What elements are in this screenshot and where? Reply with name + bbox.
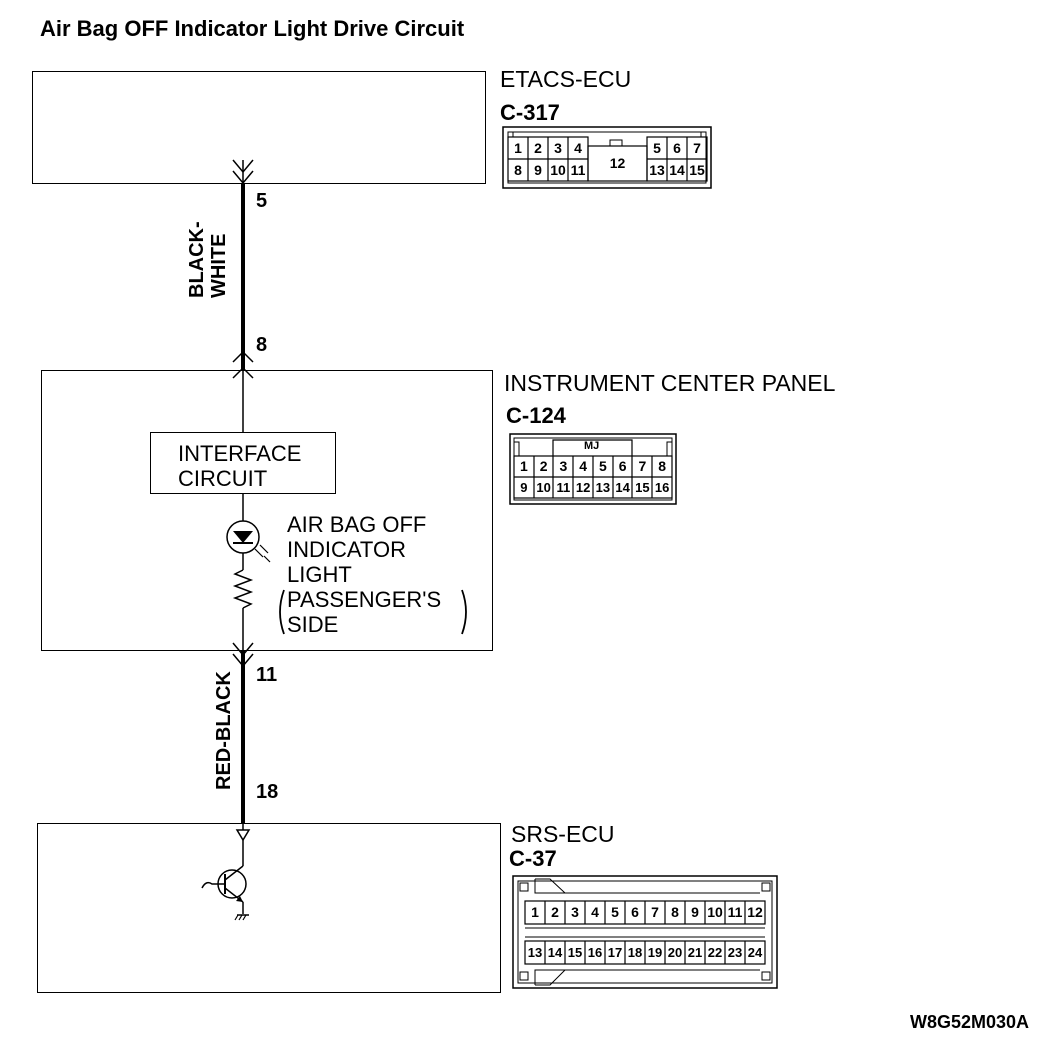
cavity-number: 11: [727, 904, 743, 920]
cavity-number: 15: [567, 945, 583, 960]
c124-connector-id: C-124: [506, 403, 566, 428]
led-indicator-icon: [226, 520, 271, 563]
pin-11-label: 11: [256, 664, 278, 686]
cavity-number: 6: [618, 458, 627, 474]
pin-5-terminal: [232, 159, 254, 174]
cavity-number: 4: [591, 904, 599, 920]
cavity-number: 8: [514, 162, 522, 178]
cavity-number: 14: [547, 945, 563, 960]
cavity-number: 1: [531, 904, 539, 920]
cavity-number: 7: [651, 904, 659, 920]
c124-mj-tag: MJ: [584, 440, 600, 452]
c124-connector-face: [509, 433, 677, 505]
cavity-number: 19: [647, 945, 663, 960]
c317-connector-face: [502, 126, 712, 189]
pin-5-label: 5: [256, 190, 268, 212]
cavity-number: 9: [520, 480, 528, 495]
pin-18-label: 18: [256, 781, 279, 803]
instrument-center-panel-label: INSTRUMENT CENTER PANEL: [504, 370, 836, 396]
cavity-number: 12: [575, 480, 591, 495]
cavity-number: 10: [536, 480, 551, 495]
cavity-number: 10: [550, 162, 566, 178]
c37-connector-face: [512, 875, 778, 989]
cavity-number: 15: [635, 480, 650, 495]
etacs-ecu-label: ETACS-ECU: [500, 66, 632, 92]
indicator-light-label: AIR BAG OFF INDICATOR LIGHT PASSENGER'S …: [287, 512, 442, 637]
cavity-number: 6: [631, 904, 639, 920]
figure-code: W8G52M030A: [910, 1012, 1030, 1032]
resistor-icon: [232, 569, 254, 609]
cavity-number: 5: [598, 458, 607, 474]
cavity-number: 24: [747, 945, 763, 960]
cavity-number: 21: [687, 945, 703, 960]
srs-ecu-label: SRS-ECU: [511, 821, 615, 847]
diagram-title: Air Bag OFF Indicator Light Drive Circui…: [40, 16, 465, 41]
cavity-number: 10: [707, 904, 723, 920]
cavity-number: 3: [554, 140, 562, 156]
cavity-number: 17: [607, 945, 623, 960]
cavity-number: 20: [667, 945, 683, 960]
pin-18-terminal: [235, 829, 251, 842]
cavity-number: 7: [638, 458, 647, 474]
right-bracket: [461, 589, 467, 635]
cavity-number: 1: [514, 140, 522, 156]
cavity-number: 15: [689, 162, 705, 178]
cavity-number: 5: [653, 140, 661, 156]
cavity-number: 7: [693, 140, 701, 156]
cavity-number: 9: [691, 904, 699, 920]
cavity-number: 2: [534, 140, 542, 156]
cavity-number: 3: [559, 458, 568, 474]
cavity-number: 2: [551, 904, 559, 920]
pin-8-label: 8: [256, 334, 268, 356]
cavity-number: 3: [571, 904, 579, 920]
cavity-number: 8: [671, 904, 679, 920]
cavity-number: 6: [673, 140, 681, 156]
cavity-number: 18: [627, 945, 643, 960]
transistor-icon: [201, 865, 247, 903]
etacs-ecu-box: [32, 71, 486, 184]
srs-ecu-box: [37, 823, 501, 993]
cavity-number: 4: [579, 458, 588, 474]
cavity-number: 14: [615, 480, 630, 495]
interface-circuit-label: INTERFACE CIRCUIT: [178, 441, 302, 491]
instrument-center-panel-box: [41, 370, 493, 651]
c317-connector-id: C-317: [500, 100, 560, 125]
cavity-number: 11: [570, 162, 586, 178]
cavity-number: 1: [519, 458, 528, 474]
c37-connector-id: C-37: [509, 846, 557, 871]
cavity-number: 9: [534, 162, 542, 178]
cavity-number: 5: [611, 904, 619, 920]
cavity-number: 12: [747, 904, 763, 920]
cavity-number: 8: [658, 458, 667, 474]
cavity-number: 16: [654, 480, 670, 495]
cavity-number: 23: [727, 945, 743, 960]
ground-icon: [234, 914, 249, 921]
cavity-number: 14: [669, 162, 685, 178]
pin-8-terminal: [232, 350, 254, 363]
cavity-number: 13: [649, 162, 665, 178]
cavity-number: 13: [527, 945, 543, 960]
interface-circuit-box: [150, 432, 336, 494]
cavity-number: 4: [574, 140, 582, 156]
cavity-number: 12: [609, 155, 626, 171]
cavity-number: 16: [587, 945, 603, 960]
cavity-number: 11: [556, 480, 571, 495]
cavity-number: 22: [707, 945, 723, 960]
left-bracket: [279, 589, 285, 635]
cavity-number: 13: [595, 480, 611, 495]
cavity-number: 2: [539, 458, 548, 474]
